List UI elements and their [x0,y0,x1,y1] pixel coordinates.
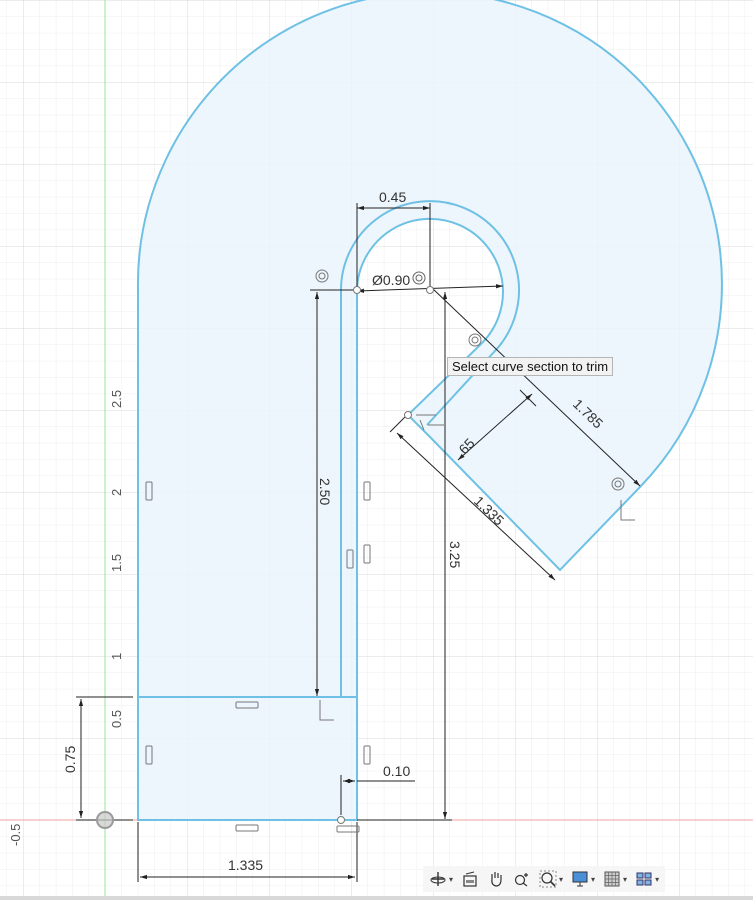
y-tick-2.5: 2.5 [109,390,124,408]
viewports-button[interactable]: ▾ [633,868,661,890]
zoom-icon [514,873,529,887]
dim-label-2.50: 2.50 [317,478,333,505]
navigation-toolbar: ▾ ▾ ▾ ▾ ▾ [423,866,666,892]
chevron-down-icon: ▾ [623,874,628,884]
dim-label-0.45: 0.45 [379,189,406,205]
y-tick-1.5: 1.5 [109,554,124,572]
horizontal-constraint-icon [336,825,360,833]
trim-tooltip: Select curve section to trim [447,357,614,376]
display-settings-button[interactable]: ▾ [569,868,597,890]
dim-label-0.75: 0.75 [62,746,78,773]
chevron-down-icon: ▾ [655,874,660,884]
vertical-constraint-icon [145,745,153,765]
y-tick-1: 1 [109,653,124,660]
dim-label-0.10: 0.10 [383,763,410,779]
tangent-constraint-icon [315,269,329,283]
dim-label-3.25: 3.25 [447,541,463,568]
pan-hand-icon [491,872,502,887]
horizontal-constraint-icon [235,701,259,709]
chevron-down-icon: ▾ [559,874,564,884]
look-at-button[interactable] [459,868,481,890]
origin-icon[interactable] [96,811,114,829]
grid-icon [604,871,620,887]
zoom-button[interactable] [511,868,533,890]
perpendicular-constraint-icon [319,700,334,721]
dimension-0.45[interactable]: 0.45 [356,189,431,290]
vertical-constraint-icon [363,481,371,501]
tangent-constraint-icon [611,477,625,491]
x-tick-neg0.5: -0.5 [8,824,23,846]
zoom-window-icon [539,870,557,888]
horizontal-constraint-icon [235,824,259,832]
tangent-constraint-icon [468,333,482,347]
constraint-glyphs [145,269,635,833]
sketch-profile-outer[interactable] [136,0,723,821]
concentric-constraint-icon[interactable] [412,271,426,285]
vertical-constraint-icon [363,745,371,765]
bottom-status-bar [0,896,753,900]
dim-label-1.335-bottom: 1.335 [228,857,263,873]
vertical-constraint-icon [145,481,153,501]
chevron-down-icon: ▾ [591,874,596,884]
grid-snaps-button[interactable]: ▾ [601,868,629,890]
sketch-points[interactable] [337,286,434,824]
fit-button[interactable]: ▾ [537,868,565,890]
y-axis-labels: 0.5 1 1.5 2 2.5 -0.5 [8,390,124,846]
dimension-2.50[interactable]: 2.50 [310,289,357,696]
viewports-icon [636,872,652,886]
vertical-constraint-icon [346,549,354,569]
slot-outer-arc[interactable] [340,200,520,697]
dimension-0.10[interactable]: 0.10 [340,763,415,815]
y-tick-0.5: 0.5 [109,710,124,728]
y-tick-2: 2 [109,489,124,496]
look-at-icon [463,871,477,887]
orbit-icon [430,872,446,886]
chevron-down-icon: ▾ [449,874,454,884]
parallel-constraint-icon [416,414,444,431]
vertical-constraint-icon [363,544,371,564]
monitor-icon [572,871,588,887]
orbit-button[interactable]: ▾ [427,868,455,890]
perpendicular-constraint-icon [620,500,635,521]
dimension-1.335-bottom[interactable]: 1.335 [137,822,358,882]
pan-button[interactable] [485,868,507,890]
dimension-diameter-0.90[interactable]: Ø0.90 [356,271,504,293]
dim-label-diameter: Ø0.90 [372,272,410,288]
